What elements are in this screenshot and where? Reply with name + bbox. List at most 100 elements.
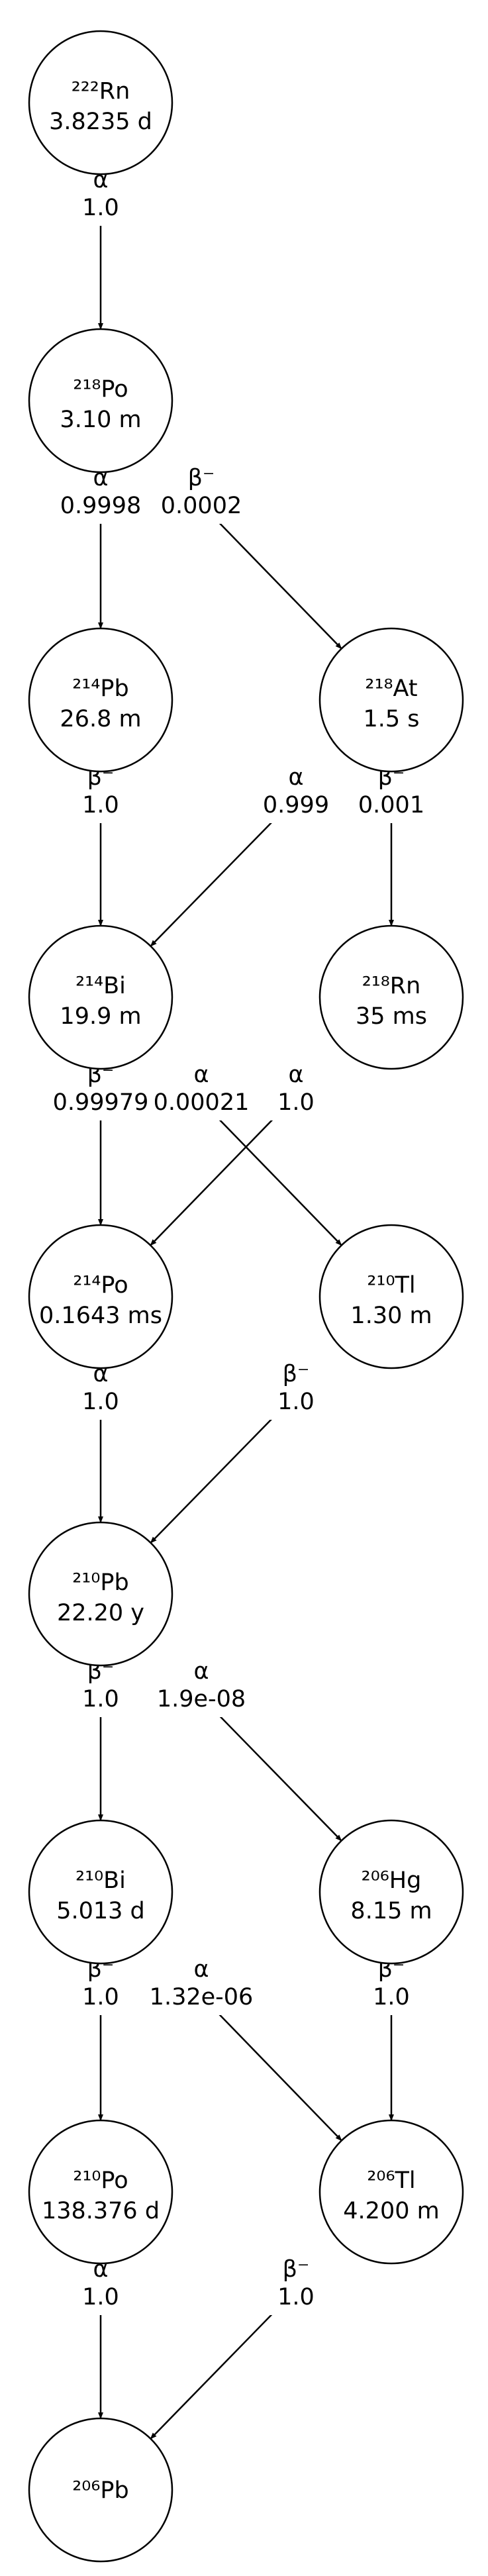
nuclide-circle [318,1819,464,1965]
half-life-label: 8.15 m [350,1898,432,1924]
isotope-label: ²¹⁰Tl [367,1272,415,1299]
isotope-label: ²⁰⁶Pb [72,2477,128,2504]
nuclide-node-at218: ²¹⁸At 1.5 s [318,627,464,773]
branching-fraction-label: 0.99979 [53,1089,149,1116]
branching-fraction-label: 1.0 [277,2284,315,2310]
isotope-label: ²¹⁴Po [73,1272,128,1299]
isotope-label: ²⁰⁶Tl [367,2167,415,2194]
half-life-label: 138.376 d [42,2198,160,2224]
branching-fraction-label: 1.32e-06 [150,1984,254,2010]
half-life-label: 4.200 m [343,2198,439,2224]
branching-fraction-label: 0.0002 [161,493,242,519]
nuclide-circle [28,2119,173,2265]
nuclide-node-pb206: ²⁰⁶Pb [28,2417,173,2563]
decay-mode-label: α [193,1658,209,1685]
edge-label-background [251,766,341,823]
edge-label-background [251,1064,341,1120]
nuclide-circle [318,2119,464,2265]
branching-fraction-label: 0.00021 [154,1089,250,1116]
nuclide-node-hg206: ²⁰⁶Hg 8.15 m [318,1819,464,1965]
nuclide-circle [28,924,173,1070]
edge-labels-layer: α1.0α0.9998β⁻0.0002β⁻1.0α0.999β⁻0.001β⁻0… [53,167,436,2315]
half-life-label: 35 ms [356,1003,427,1030]
nuclide-circle [28,627,173,773]
edge-label-background [156,1064,246,1120]
half-life-label: 3.8235 d [49,109,152,135]
isotope-label: ²¹⁸At [365,675,417,702]
branching-fraction-label: 0.001 [358,792,424,818]
branching-fraction-label: 1.0 [82,1686,119,1712]
half-life-label: 1.5 s [363,706,419,732]
nuclide-node-po218: ²¹⁸Po 3.10 m [28,328,173,473]
nuclide-circle [318,627,464,773]
decay-mode-label: α [193,1062,209,1088]
decay-mode-label: β⁻ [188,465,215,491]
edge-label-background [346,1958,436,2015]
nuclide-circle [28,1224,173,1369]
nuclide-node-po210: ²¹⁰Po 138.376 d [28,2119,173,2265]
half-life-label: 22.20 y [57,1600,144,1626]
nuclide-circle [28,328,173,473]
branching-fraction-label: 1.0 [82,1389,119,1415]
edge-label-background [56,169,146,226]
edge-label-background [156,1660,246,1717]
branching-fraction-label: 1.0 [82,792,119,818]
decay-mode-label: β⁻ [283,2256,310,2283]
nuclide-node-rn222: ²²²Rn 3.8235 d [28,30,173,175]
nuclide-circle [28,2417,173,2563]
nuclide-node-pb214: ²¹⁴Pb 26.8 m [28,627,173,773]
nodes-layer: ²²²Rn 3.8235 d ²¹⁸Po 3.10 m ²¹⁴Pb 26.8 m ²¹⁸At… [28,30,464,2563]
decay-mode-label: α [193,1956,209,1983]
edge-label-background [56,1064,146,1120]
nuclide-node-bi214: ²¹⁴Bi 19.9 m [28,924,173,1070]
isotope-label: ²¹⁴Bi [75,973,126,999]
isotope-label: ²¹⁰Bi [75,1867,126,1894]
edge-label-background [156,467,246,524]
edge-label-background [56,2258,146,2315]
nuclide-circle [318,924,464,1070]
edge-label-background [56,1363,146,1420]
isotope-label: ²¹⁰Po [73,2167,128,2194]
nuclide-circle [28,1819,173,1965]
branching-fraction-label: 1.0 [82,1984,119,2010]
edge-label-background [156,1958,246,2015]
half-life-label: 1.30 m [350,1303,432,1329]
branching-fraction-label: 1.9e-08 [157,1686,246,1712]
edge-label-background [251,1363,341,1420]
edge-label-background [56,467,146,524]
isotope-label: ²⁰⁶Hg [362,1867,422,1894]
isotope-label: ²²²Rn [72,78,130,105]
branching-fraction-label: 0.999 [263,792,329,818]
nuclide-circle [28,30,173,175]
half-life-label: 19.9 m [60,1003,141,1030]
edge-label-background [56,766,146,823]
edge-label-background [251,2258,341,2315]
edge-label-background [346,766,436,823]
nuclide-node-po214: ²¹⁴Po 0.1643 ms [28,1224,173,1369]
edge-label-background [56,1958,146,2015]
decay-mode-label: β⁻ [283,1361,310,1387]
nuclide-node-tl210: ²¹⁰Tl 1.30 m [318,1224,464,1369]
branching-fraction-label: 1.0 [82,195,119,221]
isotope-label: ²¹⁴Pb [72,675,128,702]
isotope-label: ²¹⁸Rn [362,973,421,999]
nuclide-node-rn218: ²¹⁸Rn 35 ms [318,924,464,1070]
decay-mode-label: α [288,764,303,791]
half-life-label: 5.013 d [56,1898,145,1924]
half-life-label: 3.10 m [60,407,141,433]
branching-fraction-label: 1.0 [277,1089,315,1116]
nuclide-node-tl206: ²⁰⁶Tl 4.200 m [318,2119,464,2265]
nuclide-node-bi210: ²¹⁰Bi 5.013 d [28,1819,173,1965]
branching-fraction-label: 1.0 [277,1389,315,1415]
decay-mode-label: α [288,1062,303,1088]
branching-fraction-label: 0.9998 [60,493,141,519]
nuclide-circle [318,1224,464,1369]
isotope-label: ²¹⁸Po [73,376,128,403]
isotope-label: ²¹⁰Pb [72,1569,128,1596]
half-life-label: 0.1643 ms [39,1303,162,1329]
edge-label-background [56,1660,146,1717]
nuclide-node-pb210: ²¹⁰Pb 22.20 y [28,1521,173,1667]
nuclide-circle [28,1521,173,1667]
half-life-label: 26.8 m [60,706,141,732]
